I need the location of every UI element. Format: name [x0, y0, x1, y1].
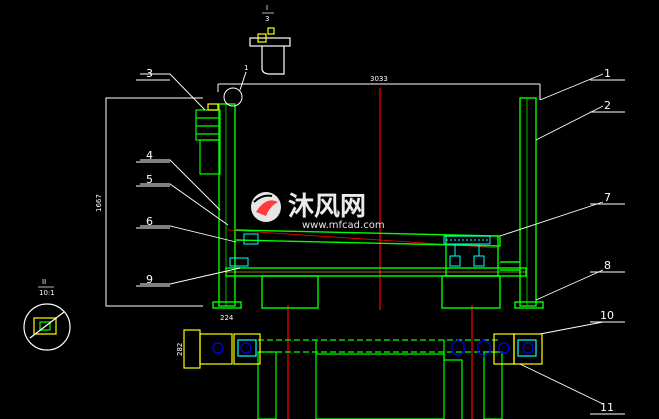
detail-I-number: I: [266, 4, 268, 12]
detail-I-marker-label: 1: [244, 64, 248, 72]
foot-left-block: [261, 275, 319, 309]
plan-center-frame: [315, 353, 445, 419]
gearbox-body: [199, 139, 221, 175]
right-column: [519, 97, 537, 307]
dim-overall-height: 1667: [95, 194, 103, 212]
callout-9: 9: [146, 273, 153, 286]
watermark: 沐风网 www.mfcad.com: [251, 192, 385, 231]
plan-right-rail: [483, 351, 503, 419]
callout-5: 5: [146, 173, 153, 186]
callout-underlines: [136, 79, 625, 415]
drive-left: [199, 333, 233, 365]
detail-I-marker: [223, 87, 243, 107]
hatch-details: [229, 233, 491, 267]
watermark-logo-icon: [251, 192, 281, 222]
detail-II-number: II: [42, 278, 46, 286]
detail-II-scale: 10:1: [39, 289, 55, 297]
frame-structure: [212, 97, 544, 309]
left-foot: [212, 301, 242, 309]
motor-body: [195, 109, 221, 141]
dim-overall-width: 3033: [370, 75, 388, 83]
watermark-text: 沐风网: [288, 192, 366, 222]
leader-lines: [140, 73, 604, 405]
callout-4: 4: [146, 149, 153, 162]
detail-I-scale: 3: [265, 15, 269, 23]
detail-I-view: [249, 27, 291, 75]
outline-frame: [105, 83, 541, 307]
detail-II-view: [23, 303, 71, 351]
motor-assembly: [195, 103, 221, 175]
callout-6: 6: [146, 215, 153, 228]
callout-11: 11: [600, 401, 614, 414]
callout-8: 8: [604, 259, 611, 272]
centerlines: [227, 88, 501, 419]
plan-view: [183, 329, 543, 419]
foot-right-block: [441, 275, 501, 309]
plan-left-rail: [257, 351, 277, 419]
callout-10: 10: [600, 309, 614, 322]
callout-3: 3: [146, 67, 153, 80]
watermark-url: www.mfcad.com: [302, 220, 385, 231]
right-foot: [514, 301, 544, 309]
dim-lower-left-height: 282: [176, 343, 184, 356]
dim-left-foot: 224: [220, 314, 234, 322]
inclined-beam: [235, 229, 501, 247]
callout-1: 1: [604, 67, 611, 80]
callout-7: 7: [604, 191, 611, 204]
callout-2: 2: [604, 99, 611, 112]
